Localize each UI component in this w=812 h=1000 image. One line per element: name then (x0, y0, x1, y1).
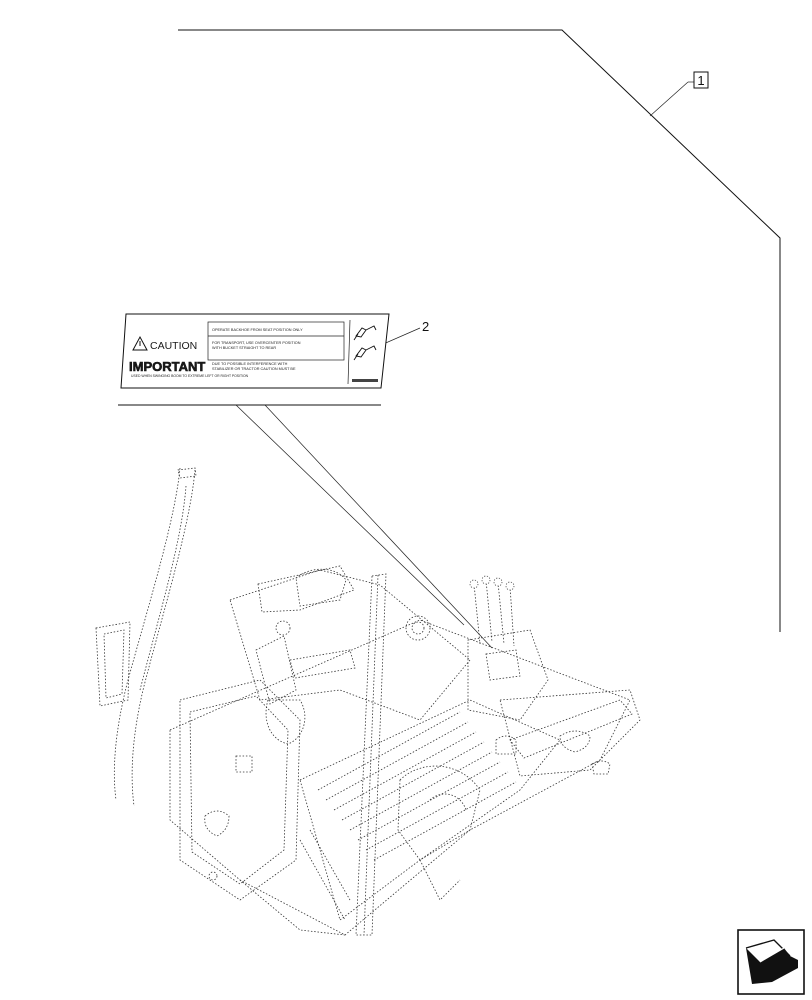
backhoe-pictogram-icon (353, 325, 377, 361)
callout-1-label: 1 (697, 73, 704, 88)
callout-1-leader (178, 29, 781, 632)
decal-caution-text: CAUTION (150, 340, 197, 352)
decal-line-1: OPERATE BACKHOE FROM SEAT POSITION ONLY (212, 328, 303, 332)
callout-2-label: 2 (422, 319, 429, 334)
tractor-operator-station (95, 467, 641, 936)
decal-line-3: WITH BUCKET STRAIGHT TO REAR (212, 346, 276, 350)
callout-2-leader: 2 (380, 319, 429, 346)
caution-decal: CAUTION IMPORTANT OPERATE BACKHOE FROM S… (120, 313, 390, 389)
decal-important-text: IMPORTANT (129, 359, 205, 374)
callout-1-box: 1 (693, 71, 709, 89)
decal-part-number (352, 379, 378, 382)
decal-line-6: USED WHEN SWINGING BOOM TO EXTREME LEFT … (131, 374, 249, 378)
decal-line-2: FOR TRANSPORT, USE OVERCENTER POSITION (212, 341, 301, 345)
next-page-arrow-icon[interactable] (737, 929, 805, 995)
decal-line-4: DUE TO POSSIBLE INTERFERENCE WITH (212, 362, 288, 366)
decal-location-leaders (118, 404, 493, 649)
decal-line-5: STABILIZER OR TRACTOR CAUTION MUST BE (212, 367, 296, 371)
warning-triangle-icon (132, 335, 148, 351)
